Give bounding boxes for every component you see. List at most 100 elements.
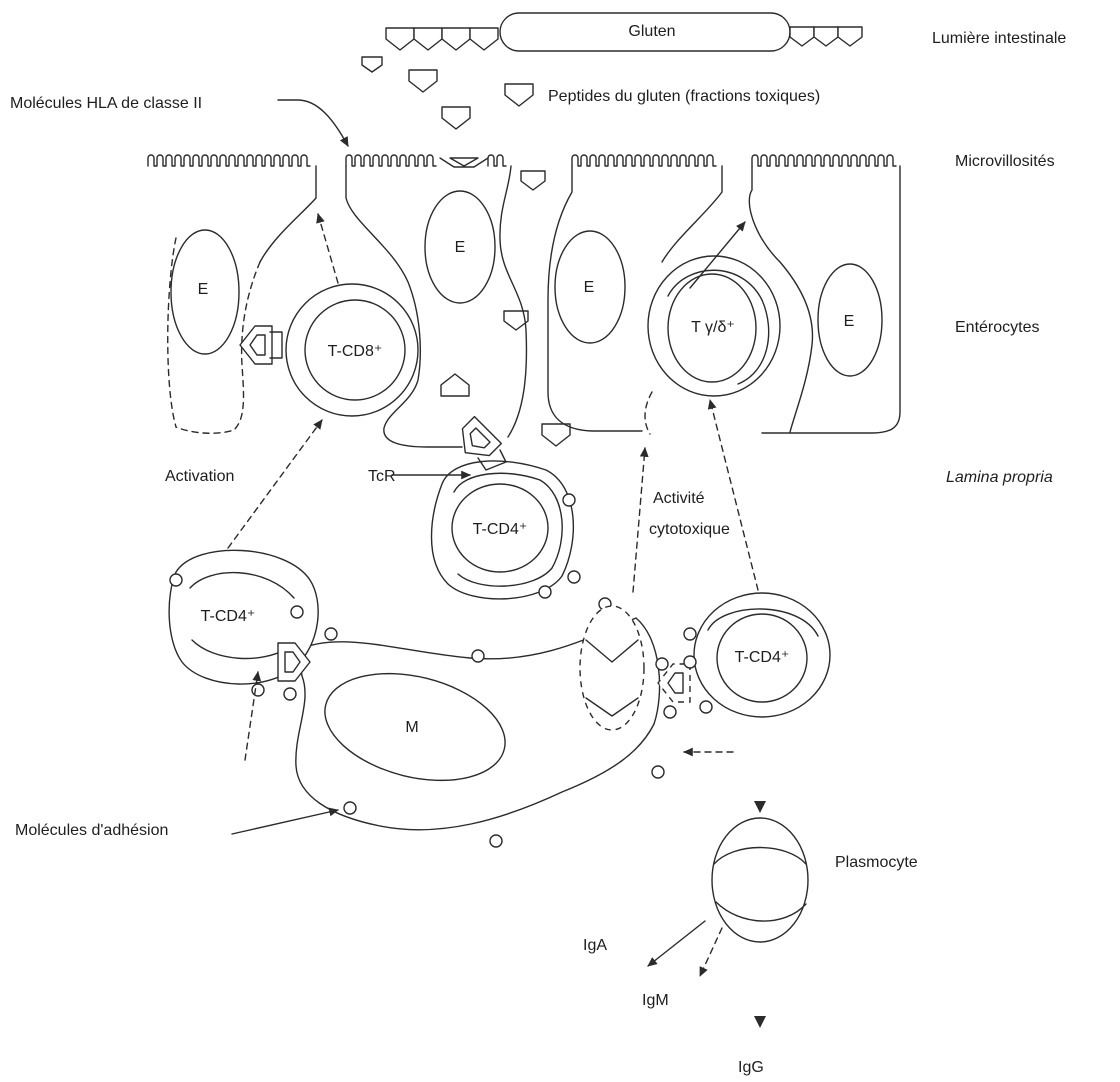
iga-arrow xyxy=(647,920,706,967)
peptides-label: Peptides du gluten (fractions toxiques) xyxy=(548,88,820,105)
enterocyte-nucleus-label: E xyxy=(198,281,209,298)
hla-label: Molécules HLA de classe II xyxy=(10,95,202,112)
adhesion-molecule xyxy=(683,655,697,669)
cd8-to-epithelium-arrow xyxy=(316,213,339,284)
t-cd8-lymphocyte: T-CD8⁺ xyxy=(239,283,419,417)
peptide-icon xyxy=(361,56,383,73)
enterocyte-nucleus xyxy=(554,230,626,344)
tcr-receptor-icon xyxy=(477,449,507,471)
enterocyte-membrane xyxy=(167,237,177,428)
peptide-icon xyxy=(408,69,438,93)
microvilli-label: Microvillosités xyxy=(955,153,1055,170)
igg-arrowhead xyxy=(754,1016,766,1028)
cytotoxic-activity-arrow xyxy=(632,447,649,593)
microvilli xyxy=(147,154,897,168)
enterocyte-nucleus-label: E xyxy=(455,239,466,256)
enterocyte-membrane xyxy=(499,165,528,438)
adhesion-molecule xyxy=(651,765,665,779)
apc-membrane xyxy=(579,605,645,731)
igm-label: IgM xyxy=(642,992,669,1009)
peptide-icon xyxy=(441,106,471,130)
t-cd4-nucleus xyxy=(451,483,549,573)
macrophage-membrane xyxy=(295,617,661,831)
t-cd8-nucleus xyxy=(304,299,406,401)
t-cd4-lymphocyte-center: T-CD4⁺ xyxy=(430,415,581,600)
macrophage-to-cd4-arrow xyxy=(244,671,262,761)
microvilli-segment xyxy=(487,154,507,167)
enterocyte-nucleus-label: E xyxy=(584,279,595,296)
adhesion-molecule xyxy=(683,627,697,641)
enterocyte-membrane xyxy=(661,165,723,263)
enterocyte-third: E xyxy=(547,165,723,435)
plasmocyte-membrane xyxy=(711,817,809,943)
adhesion-pointer-arrow xyxy=(231,807,339,835)
microvilli-segment xyxy=(147,154,311,167)
plasmocyte-label: Plasmocyte xyxy=(835,854,918,871)
t-cd4-label: T-CD4⁺ xyxy=(201,608,256,625)
t-cd4-lymphocyte-right: T-CD4⁺ xyxy=(655,592,831,719)
adhesion-molecule xyxy=(343,801,357,815)
t-cd4-inner-membrane xyxy=(453,472,563,587)
t-cd4-nucleus xyxy=(716,613,808,703)
antigen-presenting-cell xyxy=(579,605,645,731)
peptide-icon xyxy=(520,170,546,191)
microvilli-segment xyxy=(345,154,437,167)
peptide-shape xyxy=(440,373,470,397)
gluten-peptide-chain-icon xyxy=(837,26,863,47)
adhesion-molecule xyxy=(489,834,503,848)
enterocyte-membrane xyxy=(547,165,643,432)
macrophage-nucleus xyxy=(324,672,506,782)
activation-label: Activation xyxy=(165,468,234,485)
enterocyte-membrane xyxy=(259,165,317,263)
t-cd4-inner-membrane xyxy=(189,571,295,599)
adhesion-molecule xyxy=(324,627,338,641)
peptide-icon xyxy=(541,423,571,447)
adhesion-molecule xyxy=(283,687,297,701)
gluten-peptide-chain-icon xyxy=(789,26,815,47)
apc-fold xyxy=(585,697,639,717)
adhesion-molecule xyxy=(471,649,485,663)
gluten-peptide-chain-icon xyxy=(413,27,443,51)
enterocyte-membrane xyxy=(345,165,463,448)
enterocyte-nucleus-label: E xyxy=(844,313,855,330)
gluten-peptide-chain-icon xyxy=(469,27,499,51)
gluten-peptide-chain-icon xyxy=(441,27,471,51)
microvilli-segment xyxy=(571,154,717,167)
macrophage-nucleus-label: M xyxy=(405,719,418,736)
enterocyte-membrane xyxy=(748,165,814,433)
adhesion-molecule xyxy=(251,683,265,697)
activation-arrow xyxy=(227,419,323,549)
gluten-peptide-chain-icon xyxy=(813,26,839,47)
t-gamma-delta-nucleus xyxy=(667,273,757,383)
adhesion-molecule xyxy=(562,493,576,507)
enterocyte-second: E xyxy=(345,165,528,448)
t-gamma-delta-lymphocyte: T γ/δ⁺ xyxy=(647,255,781,397)
hla-pointer-arrow xyxy=(277,99,349,147)
t-cd8-outer-membrane xyxy=(285,283,419,417)
igm-arrow xyxy=(699,927,723,977)
lumen-label: Lumière intestinale xyxy=(932,30,1066,47)
adhesion-molecule xyxy=(655,657,669,671)
plasmocyte-inner-membrane xyxy=(715,901,807,922)
to-plasmocyte-arrowhead xyxy=(754,801,766,813)
hla-peptide-complex-icon xyxy=(239,325,273,365)
adhesion-molecule xyxy=(290,605,304,619)
t-gamma-delta-label: T γ/δ⁺ xyxy=(691,319,735,336)
macrophage: M xyxy=(295,597,665,848)
tcr-receptor-icon xyxy=(269,331,283,359)
plasmocyte xyxy=(711,817,809,943)
adhesion-molecule xyxy=(567,570,581,584)
cd4-to-tgd-arrow xyxy=(707,399,759,591)
microvilli-segment xyxy=(751,154,897,167)
gluten-label: Gluten xyxy=(628,23,675,40)
t-cd4-label: T-CD4⁺ xyxy=(735,649,790,666)
t-cd8-label: T-CD8⁺ xyxy=(328,343,383,360)
adhesion-molecule xyxy=(699,700,713,714)
enterocyte-nucleus xyxy=(817,263,883,377)
enterocyte-membrane xyxy=(644,391,653,435)
peptide-legend-icon xyxy=(504,83,534,107)
adhesion-molecules-label: Molécules d'adhésion xyxy=(15,822,168,839)
iga-label: IgA xyxy=(583,937,607,954)
cytotoxic-activity-label-line1: Activité xyxy=(653,490,705,507)
